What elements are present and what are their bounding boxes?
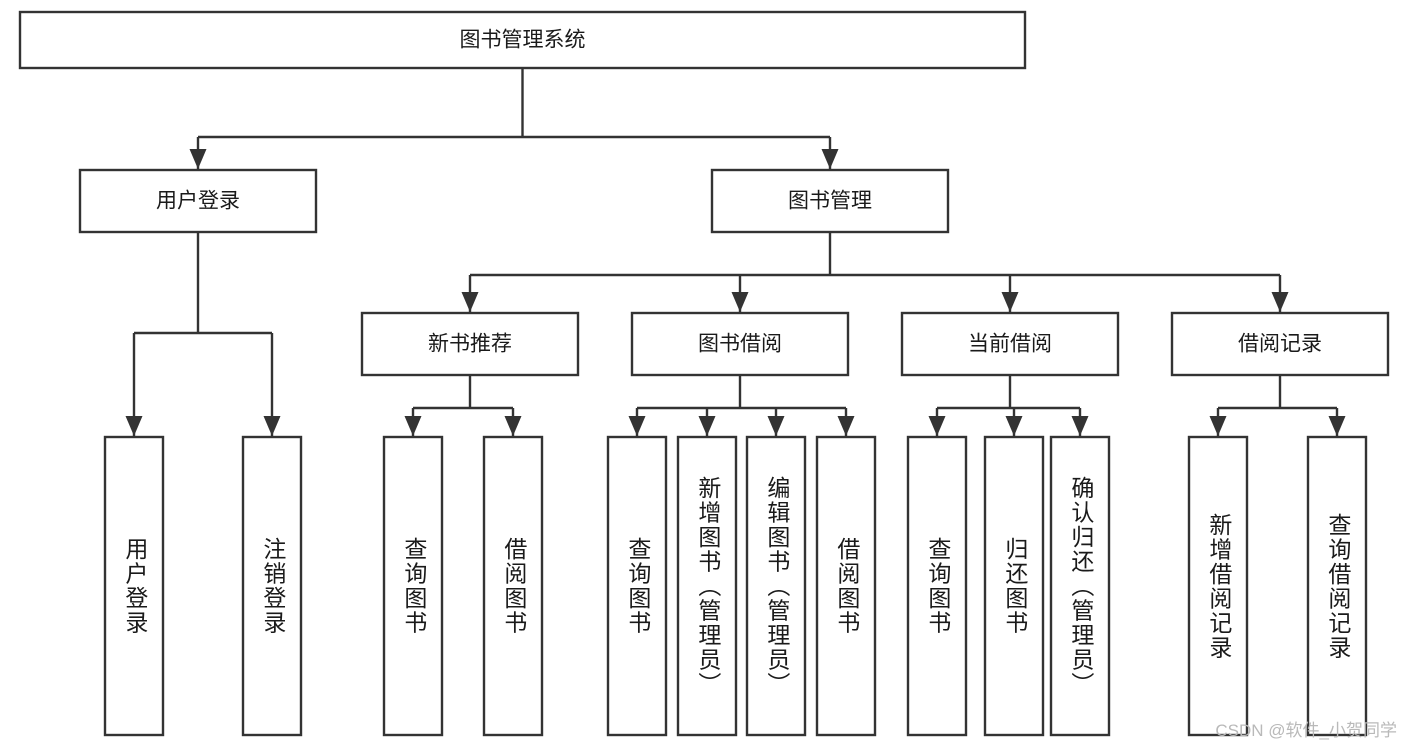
node-box-leaf-borrow-book-rec[interactable] (482, 435, 544, 737)
node-label-current-borrow: 当前借阅 (968, 333, 1052, 356)
arrow-user-login-to-leaf-user-login (125, 416, 143, 436)
node-label-borrow-record: 借阅记录 (1238, 333, 1322, 356)
boxes-layer (18, 10, 1390, 737)
node-box-leaf-confirm-return[interactable] (1049, 435, 1111, 737)
node-box-leaf-query-book-borrow[interactable] (606, 435, 668, 737)
node-box-new-book-rec[interactable] (360, 311, 580, 377)
connectors-layer (125, 68, 1346, 436)
node-box-leaf-user-login[interactable] (103, 435, 165, 737)
arrow-root-to-user-login (189, 149, 207, 169)
arrow-user-login-to-leaf-logout (263, 416, 281, 436)
node-label-new-book-rec: 新书推荐 (428, 333, 512, 356)
node-box-leaf-add-record[interactable] (1187, 435, 1249, 737)
node-box-leaf-return-book[interactable] (983, 435, 1045, 737)
node-box-book-manage[interactable] (710, 168, 950, 234)
arrow-borrow-record-to-leaf-query-record (1328, 416, 1346, 436)
arrow-current-borrow-to-leaf-confirm-return (1071, 416, 1089, 436)
node-box-leaf-query-book-rec[interactable] (382, 435, 444, 737)
node-label-root: 图书管理系统 (460, 29, 586, 52)
arrow-book-manage-to-book-borrow (731, 292, 749, 312)
node-box-root[interactable] (18, 10, 1027, 70)
arrow-book-borrow-to-leaf-edit-book (767, 416, 785, 436)
node-label-user-login: 用户登录 (156, 190, 240, 213)
arrow-new-book-rec-to-leaf-query-book-rec (404, 416, 422, 436)
arrow-book-manage-to-current-borrow (1001, 292, 1019, 312)
arrow-borrow-record-to-leaf-add-record (1209, 416, 1227, 436)
arrow-book-borrow-to-leaf-add-book (698, 416, 716, 436)
node-label-book-manage: 图书管理 (788, 190, 872, 213)
arrow-root-to-book-manage (821, 149, 839, 169)
node-box-borrow-record[interactable] (1170, 311, 1390, 377)
node-box-leaf-query-record[interactable] (1306, 435, 1368, 737)
node-box-leaf-query-book-cur[interactable] (906, 435, 968, 737)
arrow-new-book-rec-to-leaf-borrow-book-rec (504, 416, 522, 436)
watermark-text: CSDN @软件_小贺同学 (1215, 721, 1397, 740)
node-box-user-login[interactable] (78, 168, 318, 234)
node-box-leaf-add-book[interactable] (676, 435, 738, 737)
arrow-current-borrow-to-leaf-query-book-cur (928, 416, 946, 436)
node-box-current-borrow[interactable] (900, 311, 1120, 377)
node-box-leaf-logout[interactable] (241, 435, 303, 737)
node-label-book-borrow: 图书借阅 (698, 333, 782, 356)
arrow-book-manage-to-borrow-record (1271, 292, 1289, 312)
arrow-book-borrow-to-leaf-borrow-book (837, 416, 855, 436)
node-box-leaf-edit-book[interactable] (745, 435, 807, 737)
arrow-book-manage-to-new-book-rec (461, 292, 479, 312)
node-box-book-borrow[interactable] (630, 311, 850, 377)
node-box-leaf-borrow-book[interactable] (815, 435, 877, 737)
arrow-current-borrow-to-leaf-return-book (1005, 416, 1023, 436)
arrow-book-borrow-to-leaf-query-book-borrow (628, 416, 646, 436)
